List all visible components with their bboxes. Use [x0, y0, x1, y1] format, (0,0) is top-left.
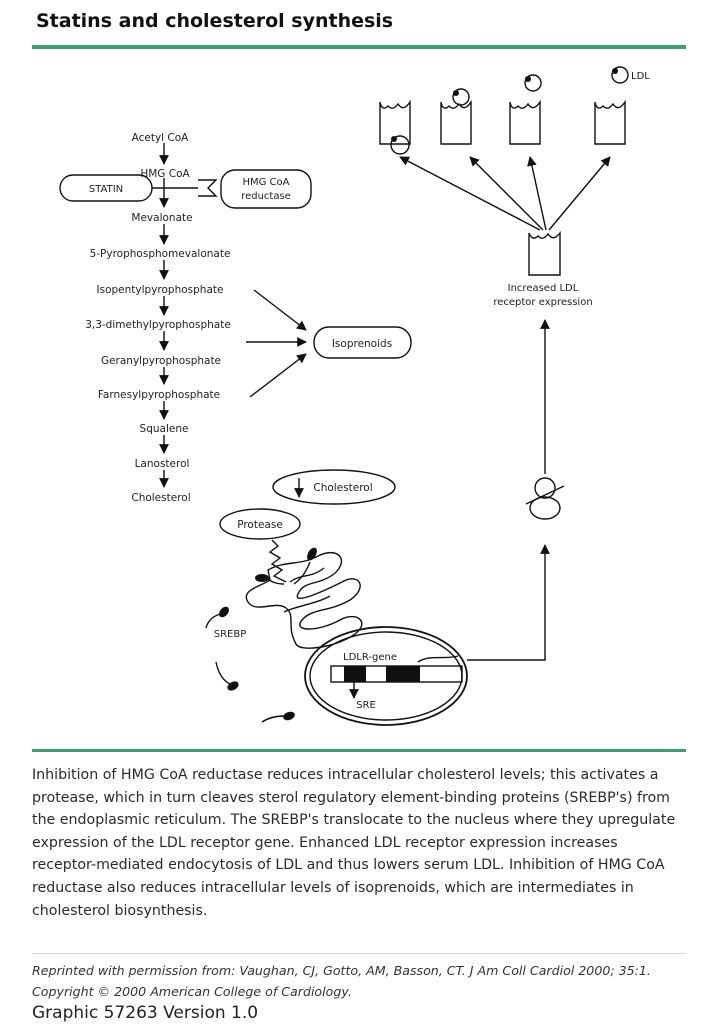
label-dimethylpyrophosphate: 3,3-dimethylpyrophosphate	[85, 319, 231, 331]
ldl-core-dot	[612, 68, 618, 74]
page-title: Statins and cholesterol synthesis	[36, 10, 394, 32]
reprint-credit: Reprinted with permission from: Vaughan,…	[32, 963, 651, 999]
ldl-receptor-icon	[594, 99, 626, 145]
label-statin: STATIN	[89, 184, 123, 195]
srebp-tail	[215, 661, 231, 685]
receptor-trafficking-arrow	[527, 156, 547, 231]
ldl-particle-icon	[611, 66, 629, 84]
sre-block-icon	[344, 666, 366, 682]
srebp-tail	[205, 613, 221, 629]
isoprenoid-arrow	[249, 353, 307, 398]
ldl-particle-icon	[452, 88, 470, 106]
gene-label-pointer	[417, 655, 459, 663]
protease-bubble	[219, 508, 301, 540]
title-divider	[32, 45, 686, 49]
label-isoprenoids: Isoprenoids	[332, 338, 392, 350]
ldl-receptor-icon	[379, 99, 411, 145]
srebp-head-icon	[255, 574, 269, 582]
figure-divider	[32, 749, 686, 752]
srebp-head-icon	[307, 547, 317, 561]
ldl-receptor-central-icon	[528, 231, 561, 276]
srebp-head-icon	[283, 711, 295, 721]
protease-cleavage-line	[268, 539, 287, 583]
cholesterol-bubble	[272, 469, 396, 505]
ldl-core-dot	[525, 76, 531, 82]
ldl-particle-icon	[524, 74, 542, 92]
srebp-head-icon	[227, 681, 239, 691]
srebp-tail	[293, 561, 311, 585]
isoprenoid-arrow	[253, 289, 307, 331]
label-farnesylpyrophosphate: Farnesylpyrophosphate	[98, 389, 220, 401]
receptor-trafficking-arrow	[548, 156, 611, 231]
srebp-tail	[261, 715, 285, 723]
figure-caption: Inhibition of HMG CoA reductase reduces …	[32, 767, 676, 919]
label-cholesterol-decrease: Cholesterol	[313, 482, 372, 494]
ldl-core-dot	[453, 90, 459, 96]
receptor-trafficking-arrow	[399, 156, 541, 231]
receptor-trafficking-arrow	[469, 156, 544, 231]
label-pyrophosphomevalonate: 5-Pyrophosphomevalonate	[90, 248, 231, 260]
inhibition-block-icon	[198, 179, 218, 197]
label-ldl: LDL	[631, 71, 650, 82]
label-srebp: SREBP	[214, 629, 247, 640]
ldl-receptor-icon	[440, 99, 472, 145]
label-hmg-coa: HMG CoA	[140, 168, 190, 180]
exon-block-icon	[386, 666, 420, 682]
graphic-version: Graphic 57263 Version 1.0	[32, 1003, 259, 1023]
er-fold	[283, 595, 331, 613]
label-reductase-line1: HMG CoA	[242, 177, 289, 188]
caption-divider	[32, 953, 686, 954]
statin-mechanism-diagram: Acetyl CoA HMG CoA STATIN HMG CoA reduct…	[59, 66, 650, 726]
reductase-box	[220, 169, 312, 209]
label-ldlr-gene: LDLR-gene	[343, 652, 397, 663]
srebp-head-icon	[219, 606, 229, 618]
mrna-strand	[525, 485, 565, 505]
ldl-core-dot	[391, 136, 397, 142]
label-acetyl-coa: Acetyl CoA	[132, 132, 190, 144]
nucleus	[304, 626, 468, 726]
label-sre: SRE	[356, 700, 376, 711]
ribosome-small-subunit	[534, 477, 556, 499]
label-mevalonate: Mevalonate	[131, 212, 192, 224]
label-geranylpyrophosphate: Geranylpyrophosphate	[101, 355, 221, 367]
label-reductase-line2: reductase	[241, 191, 291, 202]
label-increased-ldl: Increased LDL	[508, 283, 579, 294]
gene-to-mrna-arrow	[467, 544, 550, 661]
label-isopentylpyrophosphate: Isopentylpyrophosphate	[97, 284, 224, 296]
label-cholesterol: Cholesterol	[131, 492, 190, 504]
er-fold	[289, 567, 325, 583]
label-lanosterol: Lanosterol	[135, 458, 190, 470]
endoplasmic-reticulum	[245, 551, 363, 649]
label-receptor-expression: receptor expression	[493, 297, 592, 308]
isoprenoids-box	[313, 326, 412, 359]
label-protease: Protease	[237, 519, 283, 531]
label-squalene: Squalene	[140, 423, 189, 435]
ldl-receptor-icon	[509, 99, 541, 145]
ribosome-large-subunit	[529, 496, 561, 520]
ldl-particle-icon	[390, 135, 410, 155]
